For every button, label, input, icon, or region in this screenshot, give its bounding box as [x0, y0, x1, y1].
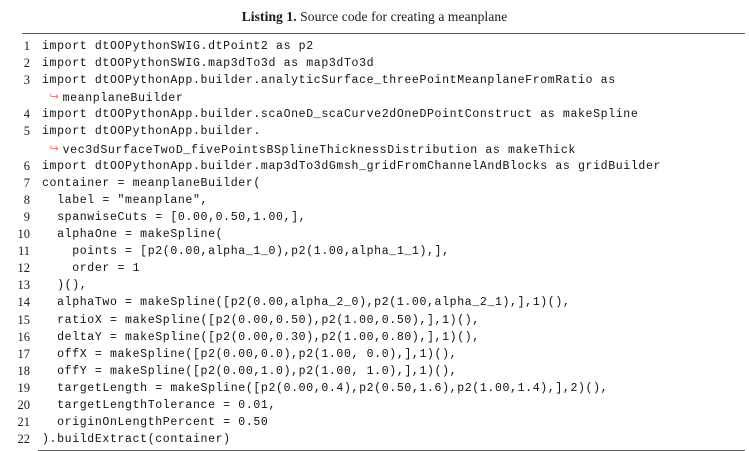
- code-line-text: offX = makeSpline([p2(0.00,0.0),p2(1.00,…: [42, 347, 458, 361]
- code-line-number: 14: [17, 295, 31, 310]
- code-line: 13 )(),: [0, 277, 749, 294]
- code-line: 12 order = 1: [0, 260, 749, 277]
- code-continuation-text: meanplaneBuilder: [62, 92, 184, 106]
- code-line-text: import dtOOPythonApp.builder.map3dTo3dGm…: [42, 159, 662, 173]
- code-line-text: import dtOOPythonApp.builder.analyticSur…: [42, 74, 616, 88]
- code-line: 6 import dtOOPythonApp.builder.map3dTo3dG…: [0, 158, 749, 175]
- code-line-number: 8: [23, 192, 30, 207]
- listing-caption-text: Source code for creating a meanplane: [296, 9, 508, 24]
- code-line: 21 originOnLengthPercent = 0.50: [0, 414, 749, 431]
- code-line: 11 points = [p2(0.00,alpha_1_0),p2(1.00,…: [0, 243, 749, 260]
- code-line-number: 9: [23, 209, 30, 224]
- code-line-number: 10: [17, 227, 31, 242]
- code-line: 19 targetLength = makeSpline([p2(0.00,0.…: [0, 380, 749, 397]
- code-line-text: import dtOOPythonApp.builder.: [42, 125, 261, 139]
- code-line-number: 3: [23, 73, 30, 88]
- code-line: 1 import dtOOPythonSWIG.dtPoint2 as p2: [0, 38, 749, 55]
- code-line: 22 ).buildExtract(container): [0, 431, 749, 448]
- code-line: 17 offX = makeSpline([p2(0.00,0.0),p2(1.…: [0, 346, 749, 363]
- code-line-number: 2: [23, 56, 30, 71]
- code-line-number: 20: [17, 397, 31, 412]
- code-line: 10 alphaOne = makeSpline(: [0, 226, 749, 243]
- code-line-number: 6: [23, 158, 30, 173]
- code-line-text: offY = makeSpline([p2(0.00,1.0),p2(1.00,…: [42, 364, 458, 378]
- line-wrap-arrow-icon: ↪: [42, 89, 63, 104]
- code-line-text: import dtOOPythonSWIG.dtPoint2 as p2: [42, 40, 314, 53]
- code-line: 9 spanwiseCuts = [0.00,0.50,1.00,],: [0, 209, 749, 226]
- code-line: 8 label = "meanplane",: [0, 192, 749, 209]
- code-line-number: 16: [17, 329, 31, 344]
- listing-caption-label: Listing 1.: [241, 9, 297, 24]
- code-line-continuation: ↪ vec3dSurfaceTwoD_fivePointsBSplineThic…: [30, 141, 576, 159]
- listing-top-rule: [22, 33, 745, 34]
- code-line-text: alphaOne = makeSpline(: [42, 228, 224, 242]
- code-line-text: originOnLengthPercent = 0.50: [42, 416, 269, 430]
- code-line-number: 5: [23, 124, 30, 139]
- code-line: 7 container = meanplaneBuilder(: [0, 175, 749, 192]
- code-line: 15 ratioX = makeSpline([p2(0.00,0.50),p2…: [0, 312, 749, 329]
- code-line-continuation: ↪ meanplaneBuilder: [30, 89, 183, 107]
- code-line-number: 17: [17, 346, 31, 361]
- code-line-number: 21: [17, 415, 31, 430]
- code-line-number: 1: [23, 39, 30, 53]
- code-line-text: targetLengthTolerance = 0.01,: [42, 398, 277, 412]
- code-line-number: 7: [23, 175, 30, 190]
- code-line-number: 13: [17, 278, 31, 293]
- code-continuation-text: vec3dSurfaceTwoD_fivePointsBSplineThickn…: [62, 143, 576, 157]
- code-line: 14 alphaTwo = makeSpline([p2(0.00,alpha_…: [0, 294, 749, 311]
- code-block: 1 import dtOOPythonSWIG.dtPoint2 as p2 2 im…: [0, 38, 749, 448]
- code-line: 5 import dtOOPythonApp.builder.: [0, 123, 749, 140]
- code-line-text: targetLength = makeSpline([p2(0.00,0.4),…: [42, 381, 609, 395]
- code-line-text: order = 1: [42, 262, 141, 276]
- code-line-number: 19: [17, 380, 31, 395]
- code-line-text: deltaY = makeSpline([p2(0.00,0.30),p2(1.…: [42, 330, 480, 344]
- code-line-text: import dtOOPythonApp.builder.scaOneD_sca…: [42, 108, 639, 122]
- code-line-text: label = "meanplane",: [42, 193, 209, 207]
- code-line-text: import dtOOPythonSWIG.map3dTo3d as map3d…: [42, 57, 375, 71]
- line-wrap-arrow-icon: ↪: [42, 140, 63, 155]
- code-line-text: )(),: [42, 279, 88, 293]
- code-line: 4 import dtOOPythonApp.builder.scaOneD_sc…: [0, 106, 749, 123]
- code-line: 2 import dtOOPythonSWIG.map3dTo3d as map3…: [0, 55, 749, 72]
- code-line-number: 15: [17, 312, 31, 327]
- code-line: 16 deltaY = makeSpline([p2(0.00,0.30),p2…: [0, 329, 749, 346]
- code-line-text: alphaTwo = makeSpline([p2(0.00,alpha_2_0…: [42, 296, 571, 310]
- code-line: 3 import dtOOPythonApp.builder.analyticSu…: [0, 72, 749, 89]
- code-line-number: 11: [17, 244, 30, 259]
- code-line: 18 offY = makeSpline([p2(0.00,1.0),p2(1.…: [0, 363, 749, 380]
- listing-caption: Listing 1. Source code for creating a me…: [0, 0, 749, 25]
- code-line-text: spanwiseCuts = [0.00,0.50,1.00,],: [42, 210, 307, 224]
- code-line-text: points = [p2(0.00,alpha_1_0),p2(1.00,alp…: [42, 245, 450, 259]
- code-line: ↪ meanplaneBuilder: [0, 89, 749, 106]
- code-line-text: ).buildExtract(container): [42, 433, 231, 447]
- code-line-text: ratioX = makeSpline([p2(0.00,0.50),p2(1.…: [42, 313, 480, 327]
- code-line-number: 18: [17, 363, 31, 378]
- code-line-number: 12: [17, 261, 31, 276]
- code-line-number: 4: [23, 107, 30, 122]
- code-line-text: container = meanplaneBuilder(: [42, 176, 261, 190]
- code-line: ↪ vec3dSurfaceTwoD_fivePointsBSplineThic…: [0, 141, 749, 158]
- code-line: 20 targetLengthTolerance = 0.01,: [0, 397, 749, 414]
- code-line-number: 22: [17, 432, 31, 447]
